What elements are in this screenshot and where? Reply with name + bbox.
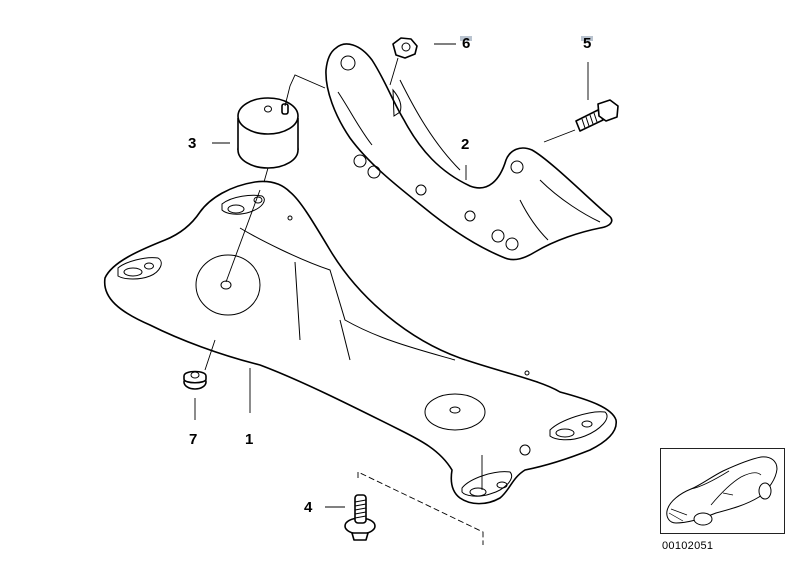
leader-lines (194, 43, 589, 545)
car-outline-icon (666, 456, 778, 526)
part-2-bracket[interactable] (325, 43, 613, 261)
diagram-reference-id: 00102051 (662, 540, 714, 552)
callout-6[interactable]: 6 (460, 35, 473, 52)
vehicle-thumbnail[interactable] (660, 448, 785, 534)
callout-5[interactable]: 5 (581, 35, 594, 52)
part-3-mount[interactable] (237, 97, 299, 169)
callout-1[interactable]: 1 (245, 431, 254, 448)
part-4-screw[interactable] (344, 494, 376, 541)
callout-7[interactable]: 7 (189, 431, 198, 448)
callout-4[interactable]: 4 (304, 499, 313, 516)
part-5-bolt[interactable] (575, 99, 619, 132)
callout-2[interactable]: 2 (461, 136, 470, 153)
part-1-crossmember[interactable] (103, 180, 617, 505)
part-6-nut[interactable] (392, 37, 418, 59)
callout-3[interactable]: 3 (188, 135, 197, 152)
part-7-nut[interactable] (183, 370, 207, 390)
